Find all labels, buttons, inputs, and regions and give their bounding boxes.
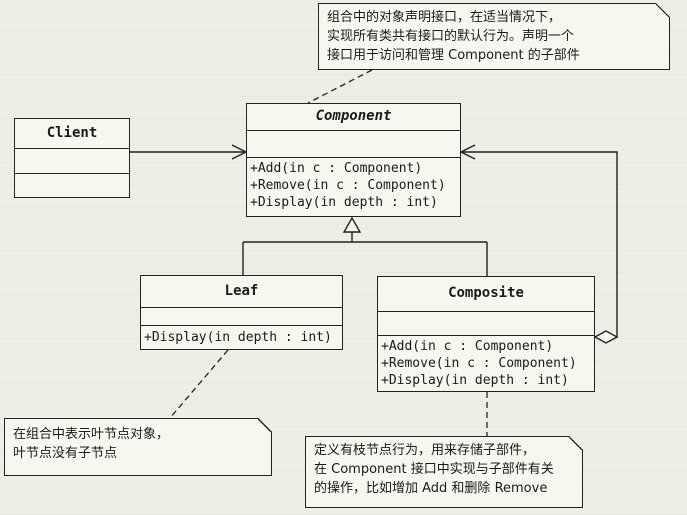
component-op-display: +Display(in depth : int) (250, 195, 438, 210)
component-class-name: Component (247, 104, 460, 131)
composite-class[interactable]: Composite +Add(in c : Component) +Remove… (377, 276, 595, 392)
leaf-op-display: +Display(in depth : int) (144, 330, 332, 345)
composite-op-add: +Add(in c : Component) (381, 339, 554, 354)
note-fold (569, 436, 583, 450)
leaf-attributes (141, 308, 342, 326)
component-note-line-3: 接口用于访问和管理 Component 的子部件 (327, 48, 580, 63)
component-attributes (247, 131, 460, 158)
composite-class-name: Composite (378, 277, 594, 312)
composite-op-remove: +Remove(in c : Component) (381, 356, 577, 371)
composite-note-line-1: 定义有枝节点行为，用来存储子部件， (314, 443, 536, 458)
component-operations: +Add(in c : Component) +Remove(in c : Co… (247, 158, 460, 213)
component-op-remove: +Remove(in c : Component) (250, 178, 446, 193)
component-class[interactable]: Component +Add(in c : Component) +Remove… (246, 103, 461, 217)
composite-note: 定义有枝节点行为，用来存储子部件， 在 Component 接口中实现与子部件有… (305, 436, 583, 508)
leaf-class[interactable]: Leaf +Display(in depth : int) (140, 275, 343, 350)
leaf-class-name: Leaf (141, 276, 342, 308)
client-class-name: Client (15, 119, 129, 149)
component-note-line-1: 组合中的对象声明接口，在适当情况下， (327, 10, 562, 25)
leaf-note-anchor (169, 349, 229, 419)
leaf-operations: +Display(in depth : int) (141, 326, 342, 348)
client-operations (15, 174, 129, 196)
client-attributes (15, 149, 129, 174)
generalization-triangle (342, 216, 362, 233)
leaf-note-line-2: 叶节点没有子节点 (13, 446, 118, 461)
note-fold (258, 418, 272, 432)
note-fold (656, 3, 670, 17)
composite-attributes (378, 312, 594, 336)
composite-note-line-3: 的操作，比如增加 Add 和删除 Remove (314, 481, 548, 496)
client-class[interactable]: Client (14, 118, 130, 198)
component-note: 组合中的对象声明接口，在适当情况下， 实现所有类共有接口的默认行为。声明一个 接… (318, 3, 670, 70)
component-note-anchor (307, 69, 373, 104)
leaf-note: 在组合中表示叶节点对象， 叶节点没有子节点 (4, 418, 272, 476)
component-note-line-2: 实现所有类共有接口的默认行为。声明一个 (327, 29, 575, 44)
aggregation-arrowhead (459, 144, 476, 160)
composite-operations: +Add(in c : Component) +Remove(in c : Co… (378, 336, 594, 391)
composite-op-display: +Display(in depth : int) (381, 373, 569, 388)
leaf-note-line-1: 在组合中表示叶节点对象， (13, 427, 170, 442)
aggregation-diamond (593, 330, 619, 344)
composite-note-line-2: 在 Component 接口中实现与子部件有关 (314, 462, 554, 477)
component-op-add: +Add(in c : Component) (250, 161, 423, 176)
